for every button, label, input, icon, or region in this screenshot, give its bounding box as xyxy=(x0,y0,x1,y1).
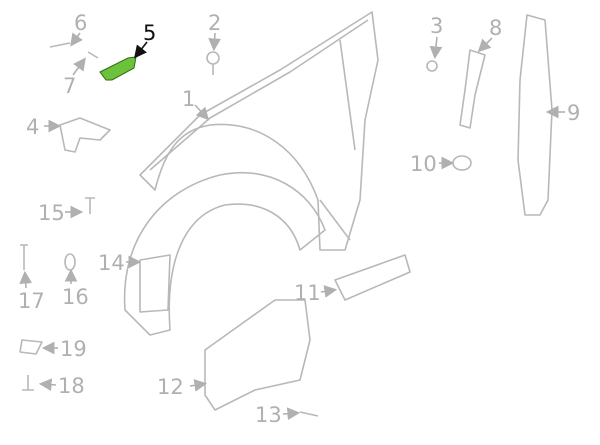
callout-8: 8 xyxy=(489,16,502,40)
callout-arrows xyxy=(19,32,565,421)
callout-16: 16 xyxy=(62,285,89,309)
callout-12: 12 xyxy=(157,375,184,399)
callout-6: 6 xyxy=(74,11,87,35)
callout-17: 17 xyxy=(18,289,45,313)
fasteners xyxy=(19,42,472,417)
callout-1: 1 xyxy=(182,87,195,111)
callout-18: 18 xyxy=(58,374,85,398)
callout-11: 11 xyxy=(294,281,321,305)
callout-15: 15 xyxy=(38,201,65,225)
callout-4: 4 xyxy=(26,115,39,139)
part-bracket-12[interactable] xyxy=(204,299,311,411)
part-fender[interactable] xyxy=(139,11,379,251)
part-wheel-liner[interactable] xyxy=(123,172,326,336)
callout-13: 13 xyxy=(255,403,282,427)
part-pillar-bracket[interactable] xyxy=(517,14,553,216)
part-bracket-11[interactable] xyxy=(334,254,411,301)
callout-10: 10 xyxy=(410,152,437,176)
part-bracket-4[interactable] xyxy=(59,117,111,153)
callout-2: 2 xyxy=(208,11,221,35)
part-bracket-8[interactable] xyxy=(459,49,486,129)
callout-5: 5 xyxy=(143,21,156,45)
part-5-highlighted[interactable] xyxy=(99,56,137,81)
callout-7: 7 xyxy=(63,74,76,98)
callout-9: 9 xyxy=(567,101,580,125)
callout-3: 3 xyxy=(430,14,443,38)
callout-19: 19 xyxy=(60,337,87,361)
callout-14: 14 xyxy=(98,251,125,275)
